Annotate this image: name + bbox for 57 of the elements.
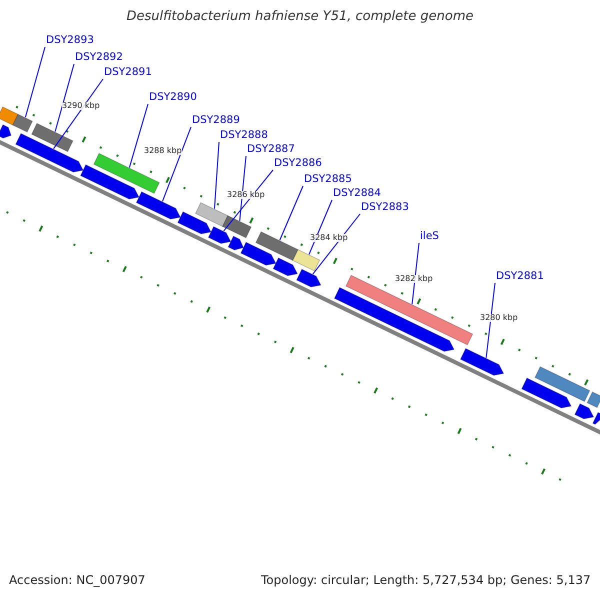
gene-label: DSY2891 <box>104 67 152 78</box>
leader-line <box>162 126 192 202</box>
gene-block <box>534 366 590 402</box>
strand-gene-block <box>208 226 232 244</box>
leader-line <box>54 64 74 132</box>
leader-line <box>312 214 360 275</box>
strand-gene-block <box>240 242 276 266</box>
strand-gene-block <box>15 132 84 173</box>
map-title: Desulfitobacterium hafniense Y51, complete genome <box>125 10 474 23</box>
leader-line <box>53 78 104 150</box>
strand-gene-block <box>177 211 212 234</box>
gene-label: DSY2881 <box>496 271 544 282</box>
scale-label: 3282 kbp <box>395 275 433 283</box>
strand-gene-block <box>296 268 322 288</box>
leader-line <box>279 186 304 241</box>
footer-note: Topology: circular; Length: 5,727,534 bp; Genes: 5,137 <box>261 574 591 586</box>
gene-block <box>292 249 320 272</box>
gene-block <box>222 215 252 238</box>
gene-block <box>93 152 160 194</box>
gene-label: DSY2893 <box>46 35 94 46</box>
scale-label: 3288 kbp <box>144 147 182 155</box>
leader-line <box>223 170 274 232</box>
scale-label: 3280 kbp <box>480 314 518 322</box>
gene-block <box>31 122 74 152</box>
strand-gene-block <box>592 412 600 425</box>
strand-gene-block <box>80 164 140 200</box>
leader-line <box>128 104 148 168</box>
gene-label: DSY2892 <box>75 52 123 62</box>
leader-line <box>239 156 246 222</box>
gene-block <box>255 231 299 261</box>
footer-note: Accession: NC_007907 <box>9 574 146 586</box>
gene-label: DSY2885 <box>304 174 352 184</box>
strand-gene-block <box>136 191 181 220</box>
gene-block <box>345 274 474 346</box>
gene-label: DSY2890 <box>149 92 197 102</box>
strand-gene-block <box>460 348 504 376</box>
gene-label: DSY2888 <box>220 130 268 140</box>
strand-gene-block <box>521 378 572 408</box>
gene-label: DSY2887 <box>247 144 295 154</box>
gene-label: DSY2889 <box>192 115 240 126</box>
gene-block <box>195 202 228 228</box>
gene-block <box>586 391 600 408</box>
strand-gene-block <box>228 236 244 250</box>
gene-label: DSY2884 <box>333 188 381 198</box>
scale-label: 3284 kbp <box>310 234 348 242</box>
leader-line <box>214 142 220 210</box>
strand-gene-block <box>0 124 12 139</box>
gene-block <box>0 106 19 126</box>
leader-line <box>308 200 332 255</box>
scale-label: 3290 kbp <box>62 102 100 110</box>
gene-label: DSY2886 <box>274 158 322 168</box>
scale-label: 3286 kbp <box>227 191 265 199</box>
strand-gene-block <box>272 257 298 276</box>
gene-label: DSY2883 <box>361 202 409 212</box>
strand-gene-block <box>334 287 455 352</box>
gene-label: ileS <box>420 231 439 242</box>
leader-line <box>24 46 46 118</box>
